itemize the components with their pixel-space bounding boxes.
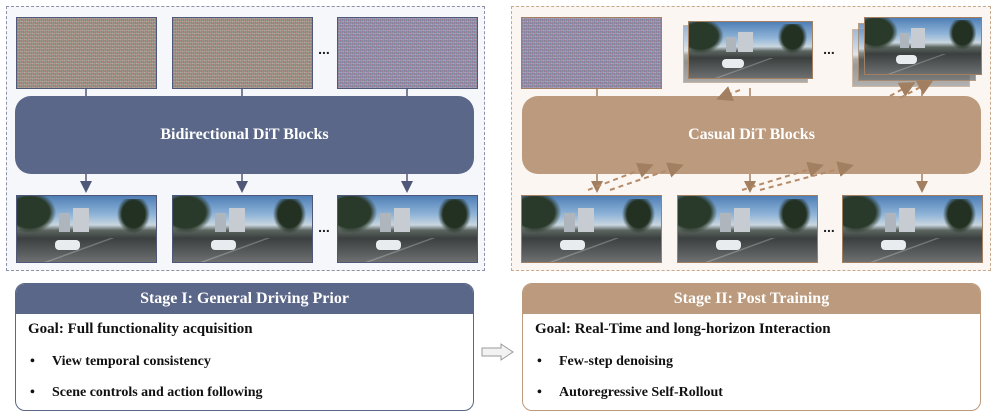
stage-transition-arrow-icon <box>481 343 514 361</box>
noise-frame <box>172 17 313 89</box>
bidirectional-dit-block: Bidirectional DiT Blocks <box>15 96 474 174</box>
driving-frame <box>688 21 813 79</box>
noise-frame <box>16 17 157 89</box>
causal-dit-block: Casual DiT Blocks <box>522 96 981 174</box>
driving-frame <box>521 195 662 263</box>
stage2-goal: Goal: Real-Time and long-horizon Interac… <box>535 321 831 337</box>
stage1-goal: Goal: Full functionality acquisition <box>28 321 253 337</box>
ellipsis: ... <box>318 41 330 57</box>
stage2-title: Stage II: Post Training <box>523 284 980 314</box>
ellipsis: ... <box>823 219 835 235</box>
bullet-text: Autoregressive Self-Rollout <box>559 385 723 400</box>
stage1-bullet: • View temporal consistency <box>30 354 211 370</box>
bullet-text: Few-step denoising <box>559 354 673 369</box>
bullet-marker: • <box>537 385 542 400</box>
noise-frame <box>521 17 662 89</box>
ellipsis: ... <box>823 41 835 57</box>
ellipsis: ... <box>318 219 330 235</box>
bullet-marker: • <box>30 385 35 400</box>
driving-frame <box>842 195 983 263</box>
stage1-title: Stage I: General Driving Prior <box>16 284 473 314</box>
driving-frame <box>16 195 157 263</box>
driving-frame <box>677 195 818 263</box>
driving-frame <box>337 195 478 263</box>
stage1-bullet: • Scene controls and action following <box>30 385 263 401</box>
stage2-bullet: • Few-step denoising <box>537 354 673 370</box>
driving-frame <box>172 195 313 263</box>
bullet-text: Scene controls and action following <box>52 385 263 400</box>
bullet-marker: • <box>30 354 35 369</box>
bullet-marker: • <box>537 354 542 369</box>
dit-block-label: Casual DiT Blocks <box>688 126 815 143</box>
dit-block-label: Bidirectional DiT Blocks <box>160 126 329 143</box>
stage1-card: Stage I: General Driving Prior Goal: Ful… <box>15 283 474 411</box>
stage2-card: Stage II: Post Training Goal: Real-Time … <box>522 283 981 411</box>
stage2-bullet: • Autoregressive Self-Rollout <box>537 385 723 401</box>
bullet-text: View temporal consistency <box>52 354 211 369</box>
noise-frame <box>337 17 478 89</box>
driving-frame <box>864 17 982 75</box>
